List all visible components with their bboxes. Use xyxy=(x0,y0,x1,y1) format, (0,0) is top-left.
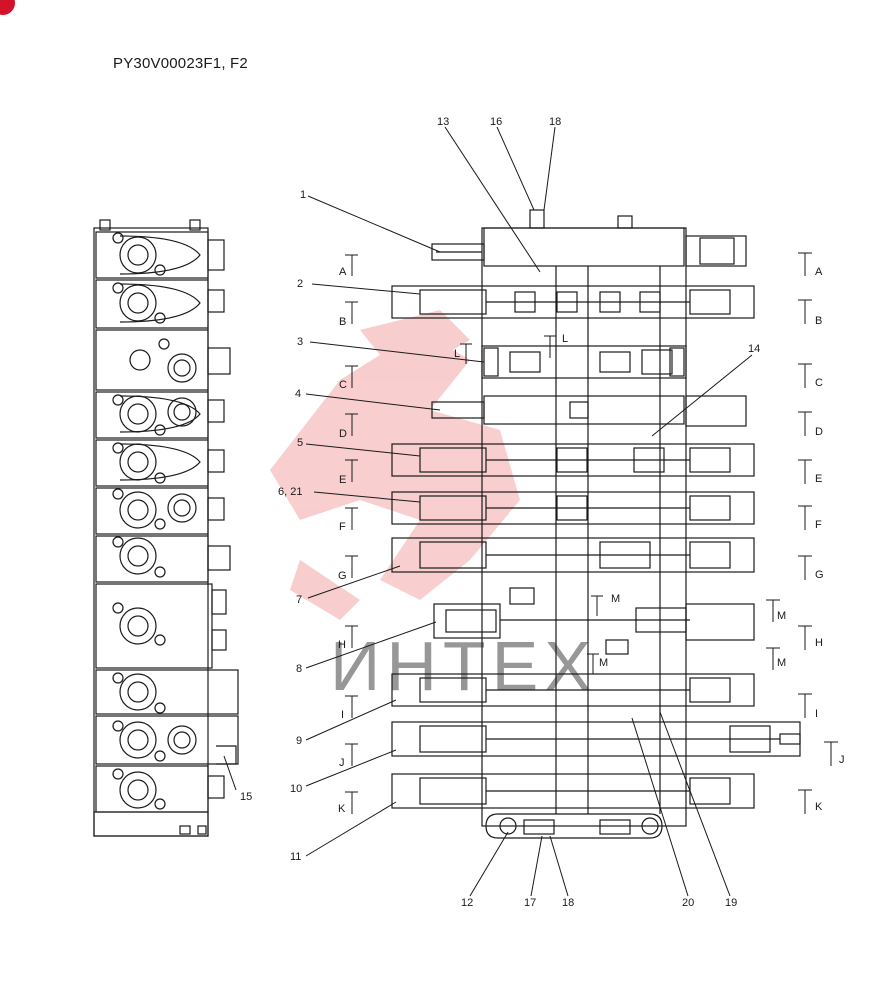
spool-row-1 xyxy=(431,237,735,265)
section-right-d: D xyxy=(815,426,823,438)
section-right-a: A xyxy=(815,266,823,278)
section-left-a: A xyxy=(339,266,347,278)
section-left-g: G xyxy=(338,570,347,582)
callout-20: 20 xyxy=(682,897,694,909)
front-view xyxy=(391,209,801,839)
section-left-c: C xyxy=(339,379,347,391)
spool-row-8 xyxy=(433,587,755,655)
left-arrows xyxy=(345,254,358,814)
callout-6-21: 6, 21 xyxy=(278,486,302,498)
section-right-m2: M xyxy=(777,657,786,669)
inner-l-right: L xyxy=(562,333,568,345)
callout-15: 15 xyxy=(240,791,252,803)
section-left-e: E xyxy=(339,474,346,486)
spool-row-3 xyxy=(481,345,687,379)
leader-lines xyxy=(223,126,753,897)
section-arrows xyxy=(345,252,838,814)
inner-m-bottom: M xyxy=(599,657,608,669)
spool-row-4 xyxy=(431,395,747,427)
section-left-d: D xyxy=(339,428,347,440)
callout-13: 13 xyxy=(437,116,449,128)
section-left-f: F xyxy=(339,521,346,533)
right-arrows xyxy=(766,252,838,814)
section-letters-left: A B C D E F G H I J K xyxy=(338,266,347,815)
section-right-b: B xyxy=(815,315,822,327)
callout-17: 17 xyxy=(524,897,536,909)
inner-m-top: M xyxy=(611,593,620,605)
callout-16: 16 xyxy=(490,116,502,128)
inner-arrows xyxy=(460,335,603,674)
callout-18-bottom: 18 xyxy=(562,897,574,909)
section-right-i: I xyxy=(815,708,818,720)
section-letters-right: A B C D E F G M H M I J K xyxy=(777,266,845,813)
section-right-j: J xyxy=(839,754,845,766)
callout-2: 2 xyxy=(297,278,303,290)
section-right-f: F xyxy=(815,519,822,531)
section-right-e: E xyxy=(815,473,822,485)
section-right-m1: M xyxy=(777,610,786,622)
callout-3: 3 xyxy=(297,336,303,348)
inner-l-left: L xyxy=(454,348,460,360)
callout-7: 7 xyxy=(296,594,302,606)
callout-8: 8 xyxy=(296,663,302,675)
corner-mark xyxy=(0,0,15,15)
inner-section-letters: L L M M xyxy=(454,333,620,669)
callout-1: 1 xyxy=(300,189,306,201)
spool-row-10 xyxy=(391,721,801,757)
callout-12: 12 xyxy=(461,897,473,909)
callout-4: 4 xyxy=(295,388,301,400)
callout-5: 5 xyxy=(297,437,303,449)
section-left-b: B xyxy=(339,316,346,328)
section-right-h: H xyxy=(815,637,823,649)
watermark-text: ИНТЕХ xyxy=(330,627,597,705)
section-right-k: K xyxy=(815,801,823,813)
part-number-title: PY30V00023F1, F2 xyxy=(113,55,248,72)
section-left-i: I xyxy=(341,709,344,721)
callout-10: 10 xyxy=(290,783,302,795)
section-right-g: G xyxy=(815,569,824,581)
side-view xyxy=(93,219,239,837)
callout-labels: 1 2 3 4 5 6, 21 7 8 9 10 11 12 13 14 15 … xyxy=(240,116,760,909)
callout-14: 14 xyxy=(748,343,760,355)
callout-18-top: 18 xyxy=(549,116,561,128)
callout-11: 11 xyxy=(290,851,301,863)
spool-row-2 xyxy=(391,285,755,319)
section-left-h: H xyxy=(338,639,346,651)
section-left-j: J xyxy=(339,757,345,769)
section-right-c: C xyxy=(815,377,823,389)
callout-9: 9 xyxy=(296,735,302,747)
callout-19: 19 xyxy=(725,897,737,909)
spool-row-11 xyxy=(391,773,755,809)
section-left-k: K xyxy=(338,803,346,815)
spool-row-9 xyxy=(391,673,755,707)
